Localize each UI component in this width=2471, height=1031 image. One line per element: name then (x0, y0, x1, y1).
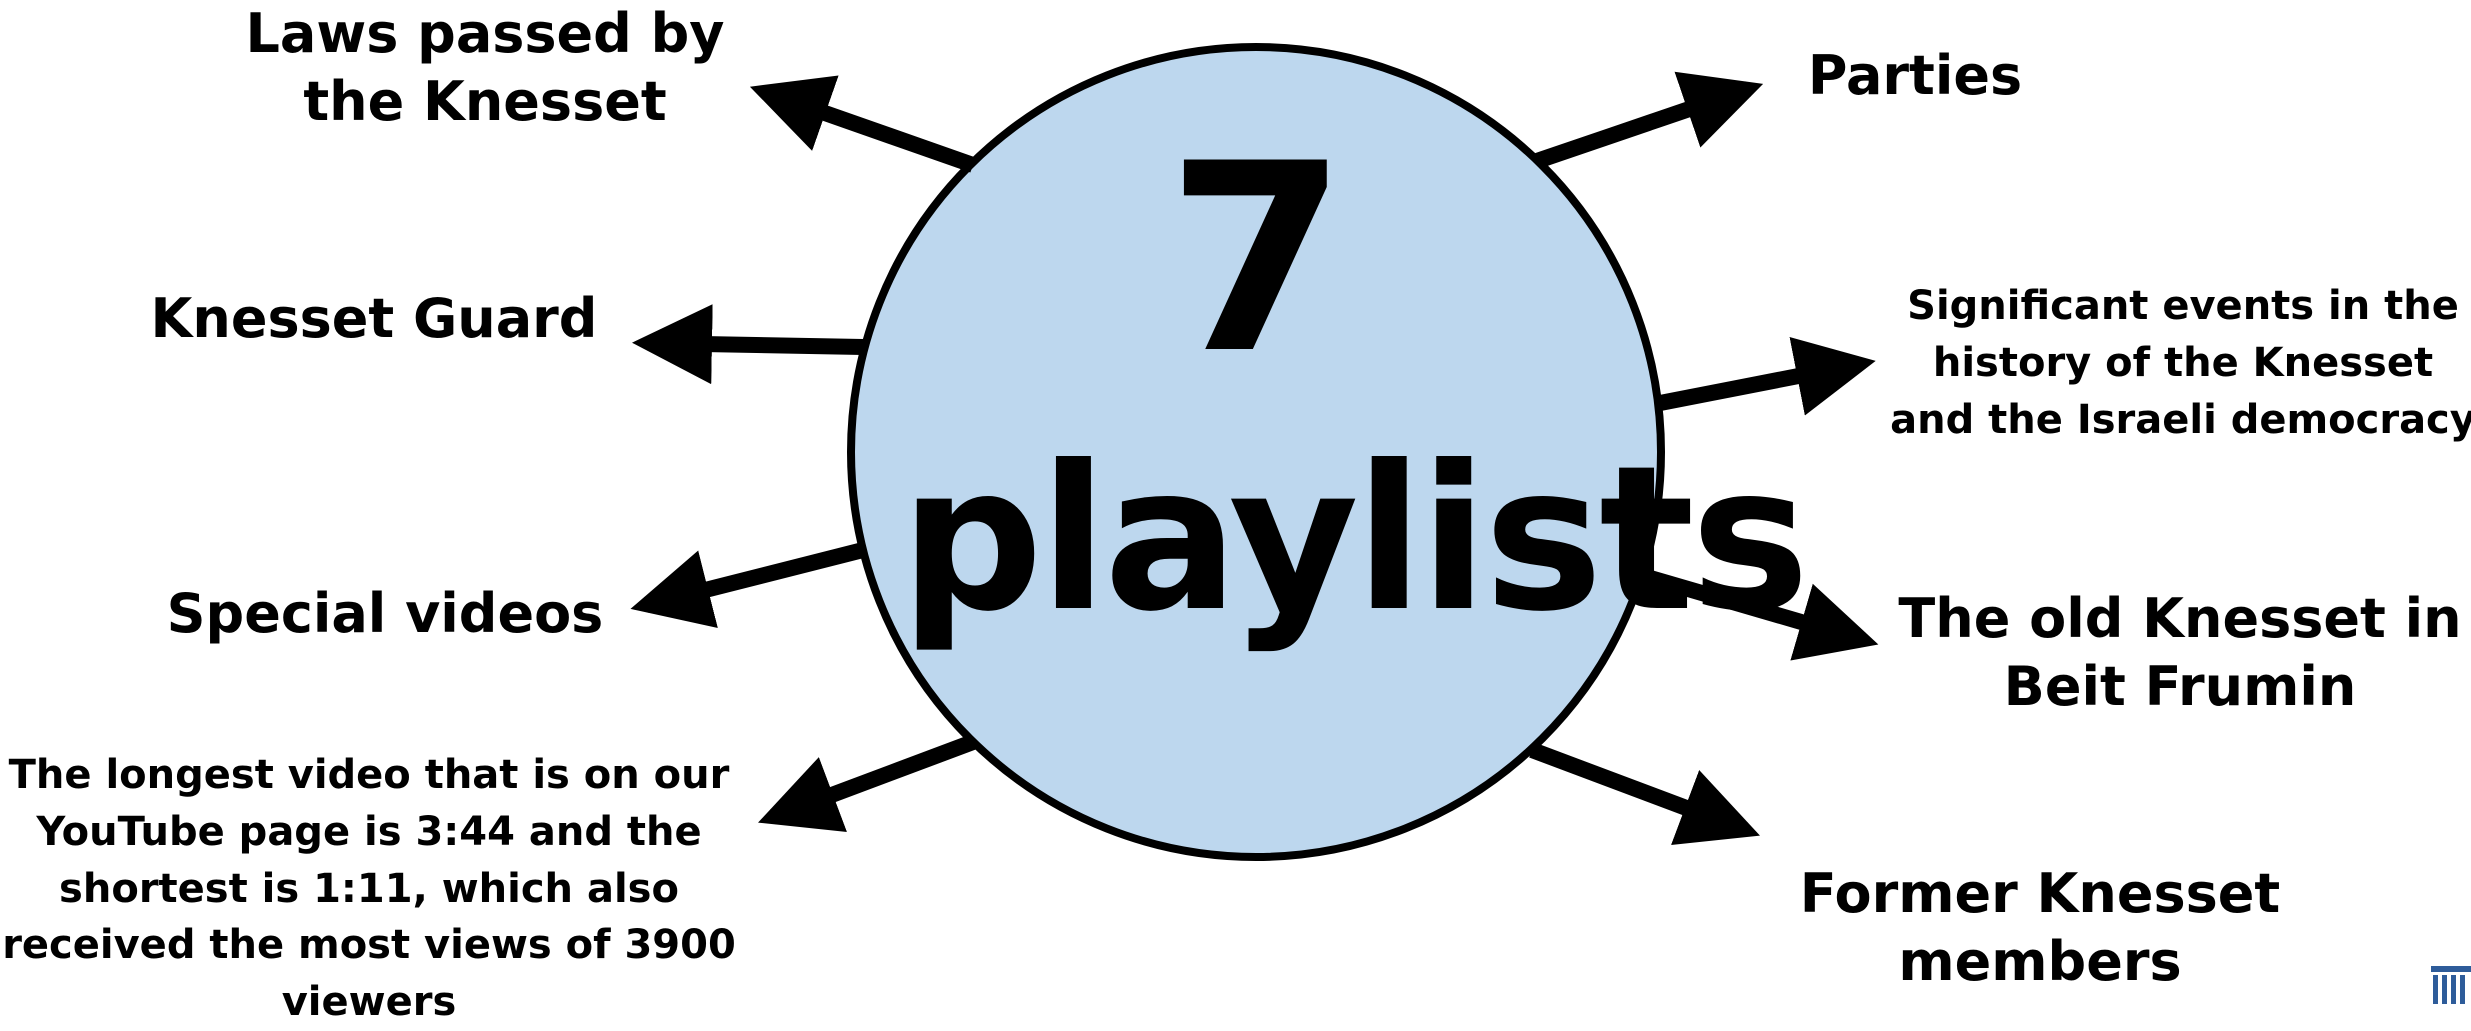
topic-guard: Knesset Guard (150, 287, 598, 350)
topic-laws: Laws passed by the Knesset (245, 2, 725, 133)
arrow-laws (749, 75, 976, 173)
topic-events: Significant events in the history of the… (1890, 283, 2471, 443)
topic-parties: Parties (1807, 44, 2023, 107)
fact-note: The longest video that is on our YouTube… (2, 752, 736, 1026)
arrow-old-knesset (1637, 567, 1879, 661)
topic-old-knesset: The old Knesset in Beit Frumin (1898, 587, 2462, 718)
topic-former-members: Former Knesset members (1799, 862, 2281, 993)
center-number: 7 (1166, 109, 1348, 411)
arrow-guard (632, 304, 864, 385)
knesset-building-icon (2431, 966, 2471, 1004)
arrow-events (1653, 336, 1876, 416)
center-title: playlists (900, 423, 1810, 656)
arrow-parties (1534, 71, 1764, 169)
center-circle (847, 43, 1665, 861)
playlists-diagram (630, 43, 1879, 861)
arrow-former-members (1529, 742, 1760, 845)
topic-special: Special videos (166, 582, 604, 645)
arrow-special (630, 542, 865, 629)
arrow-fact (758, 734, 976, 832)
